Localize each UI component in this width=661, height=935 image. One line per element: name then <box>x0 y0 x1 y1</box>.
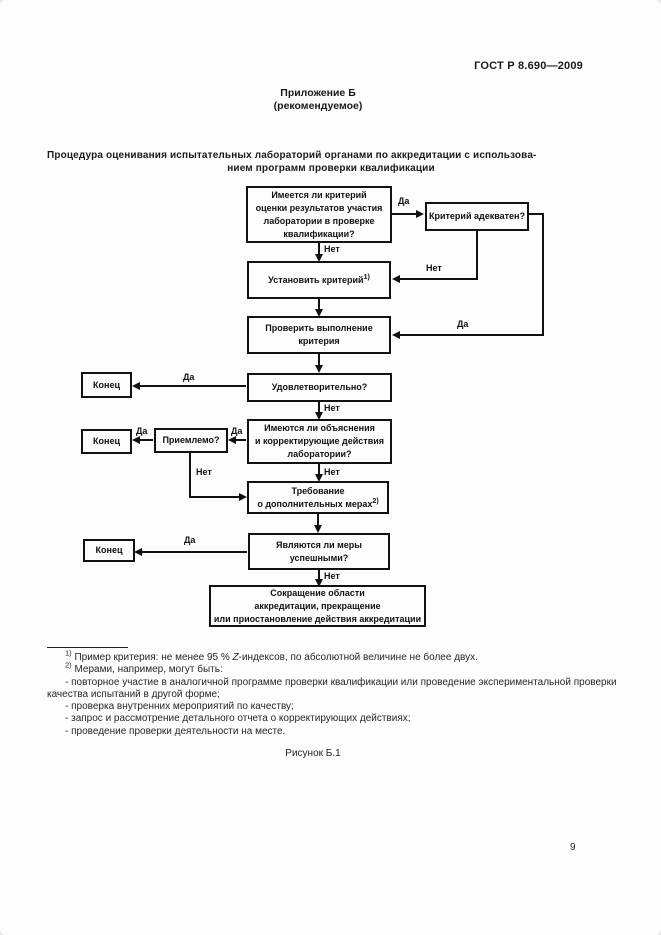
edge-label-no: Нет <box>324 244 340 254</box>
flow-box-accreditation-reduction: Сокращение области аккредитации, прекращ… <box>209 585 426 627</box>
flow-box-check-criteria: Проверить выполнение критерия <box>247 316 391 354</box>
footnote-marker: 2) <box>65 660 72 670</box>
flow-box-line: Являются ли меры <box>276 539 362 550</box>
flow-box-additional-measures: Требование о дополнительных мерах2) <box>247 481 389 514</box>
annex-title: Приложение Б <box>280 87 356 99</box>
footnote-2: 2) Мерами, например, могут быть: <box>47 660 617 676</box>
footnote-list-item: - повторное участие в аналогичной програ… <box>47 676 617 700</box>
footnote-list-item: - проверка внутренних мероприятий по кач… <box>65 701 294 713</box>
flow-box-line: аккредитации, прекращение <box>254 600 381 611</box>
edge-label-no: Нет <box>324 467 340 477</box>
edge-label-no: Нет <box>324 403 340 413</box>
edge-label-yes: Да <box>136 426 148 436</box>
footnote-text-italic: Z <box>232 652 239 663</box>
footnote-ref: 2) <box>372 497 379 505</box>
footnotes-block: 1) Пример критерия: не менее 95 % Z-инде… <box>47 648 617 738</box>
flow-box-text: о дополнительных мерах <box>257 498 373 509</box>
flow-box-measures-successful: Являются ли меры успешными? <box>248 533 390 570</box>
flow-box-criteria-adequate: Критерий адекватен? <box>425 202 529 231</box>
edge-label-yes: Да <box>457 319 469 329</box>
edge-label-no: Нет <box>196 467 212 477</box>
edge-label-no: Нет <box>426 263 442 273</box>
footnote-text: Мерами, например, могут быть: <box>71 664 223 676</box>
flow-box-line: Установить критерий1) <box>268 274 370 287</box>
edge-label-yes: Да <box>398 196 410 206</box>
flow-box-line: Требование <box>291 485 345 496</box>
flow-box-satisfactory: Удовлетворительно? <box>247 373 392 402</box>
flow-box-text: Установить критерий <box>268 274 364 285</box>
flow-box-line: и корректирующие действия <box>254 436 385 446</box>
flow-box-line: или приостановление действия аккредитаци… <box>213 613 422 624</box>
flow-box-line: Удовлетворительно? <box>271 382 368 392</box>
footnote-divider <box>47 647 128 648</box>
edge-label-yes: Да <box>231 426 243 436</box>
edge-label-yes: Да <box>184 535 196 545</box>
flow-box-line: Проверить выполнение <box>265 323 373 333</box>
flow-box-has-criteria: Имеется ли критерий оценки результатов у… <box>246 186 392 243</box>
flow-box-line: лаборатории? <box>287 449 352 459</box>
flow-box-line: Приемлемо? <box>162 435 220 445</box>
flow-box-line: Имеется ли критерий <box>271 189 367 200</box>
flow-box-line: Конец <box>93 436 120 446</box>
document-number: ГОСТ Р 8.690—2009 <box>474 60 583 72</box>
flow-box-set-criteria: Установить критерий1) <box>247 261 391 299</box>
flow-box-line: Имеются ли объяснения <box>264 423 375 433</box>
edge-label-yes: Да <box>183 372 195 382</box>
flow-box-line: квалификации? <box>283 228 355 239</box>
section-heading-line1: Процедура оценивания испытательных лабор… <box>47 150 537 161</box>
footnote-marker: 1) <box>65 648 72 658</box>
footnote-1: 1) Пример критерия: не менее 95 % Z-инде… <box>47 648 617 664</box>
page-number: 9 <box>570 842 576 853</box>
figure-caption: Рисунок Б.1 <box>285 748 341 759</box>
flow-box-line: критерия <box>298 336 340 346</box>
flow-box-has-explanations: Имеются ли объяснения и корректирующие д… <box>247 419 392 464</box>
flow-box-line: Конец <box>95 545 123 555</box>
edge-label-no: Нет <box>324 571 340 581</box>
footnote-list-item: - проведение проверки деятельности на ме… <box>65 725 286 737</box>
flow-box-line: Сокращение области <box>270 587 365 598</box>
footnote-text: Пример критерия: не менее 95 % <box>71 652 233 663</box>
annex-subtitle: (рекомендуемое) <box>273 100 363 112</box>
flow-box-line: лаборатории в проверке <box>263 215 375 226</box>
footnote-list-item: - запрос и рассмотрение детального отчет… <box>65 713 411 725</box>
footnote-text: -индексов, по абсолютной величине не бол… <box>238 652 478 663</box>
flow-box-line: Критерий адекватен? <box>429 211 525 221</box>
section-heading-line2: нием программ проверки квалификации <box>227 163 435 174</box>
flow-box-end-1: Конец <box>81 372 132 398</box>
flow-box-end-2: Конец <box>81 429 132 454</box>
flow-box-line: Конец <box>93 379 120 390</box>
flow-box-end-3: Конец <box>83 539 135 562</box>
flow-box-line: оценки результатов участия <box>255 202 383 213</box>
footnote-ref: 1) <box>363 273 370 281</box>
flow-box-line: успешными? <box>289 552 349 563</box>
flow-box-acceptable: Приемлемо? <box>154 428 228 453</box>
flow-box-line: о дополнительных мерах2) <box>257 498 378 511</box>
